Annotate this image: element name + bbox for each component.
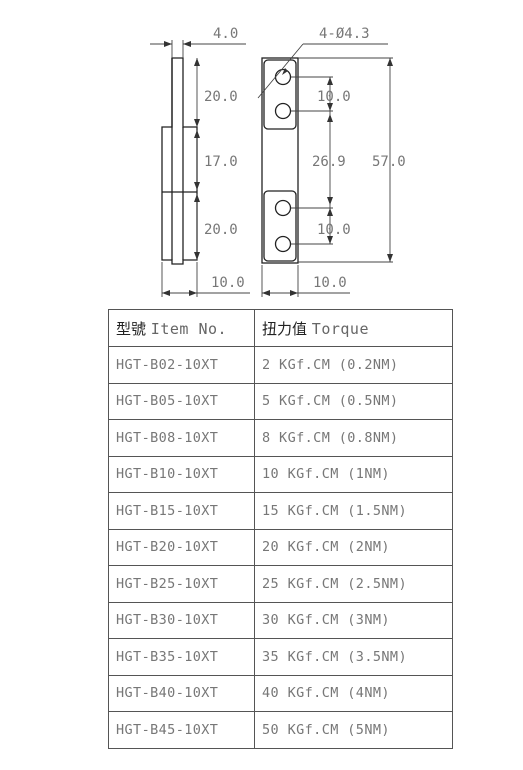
dim-right-top-label: 10.0 (317, 89, 351, 105)
dim-left-vertical: 20.0 17.0 20.0 (194, 58, 238, 260)
item-no-cell: HGT-B20-10XT (108, 528, 255, 566)
header-torque-cn: 扭力值 (262, 319, 308, 338)
header-item-no: 型號 Item No. (108, 309, 255, 347)
dim-right-bottom-label: 10.0 (317, 222, 351, 238)
hole-2-icon (274, 102, 292, 120)
header-item-no-cn: 型號 (116, 319, 147, 338)
dim-holes-label: 4-Ø4.3 (319, 26, 370, 42)
torque-cell: 30 KGf.CM (3NM) (254, 601, 453, 639)
dim-right-vertical: 10.0 26.9 10.0 (312, 77, 351, 244)
dim-right-mid-label: 26.9 (312, 154, 346, 170)
torque-cell: 50 KGf.CM (5NM) (254, 711, 453, 749)
hole-extension-lines (291, 57, 393, 263)
torque-cell: 5 KGf.CM (0.5NM) (254, 382, 453, 420)
hole-4-icon (274, 235, 292, 253)
item-no-cell: HGT-B40-10XT (108, 674, 255, 712)
dim-thickness: 4.0 (150, 26, 246, 58)
item-no-cell: HGT-B45-10XT (108, 711, 255, 749)
dim-overall-label: 57.0 (372, 154, 406, 170)
torque-cell: 10 KGf.CM (1NM) (254, 455, 453, 493)
dim-overall: 57.0 (372, 58, 406, 262)
dim-left-bottom-label: 20.0 (204, 222, 238, 238)
torque-cell: 15 KGf.CM (1.5NM) (254, 492, 453, 530)
torque-cell: 40 KGf.CM (4NM) (254, 674, 453, 712)
hole-1-icon (274, 68, 292, 86)
item-no-cell: HGT-B30-10XT (108, 601, 255, 639)
torque-cell: 2 KGf.CM (0.2NM) (254, 346, 453, 384)
dim-width-right-label: 10.0 (313, 275, 347, 291)
item-no-cell: HGT-B02-10XT (108, 346, 255, 384)
item-no-cell: HGT-B08-10XT (108, 419, 255, 457)
dim-width-left-label: 10.0 (211, 275, 245, 291)
dim-left-mid-label: 17.0 (204, 154, 238, 170)
hole-3-icon (274, 199, 292, 217)
side-view-outline (161, 57, 198, 265)
item-no-cell: HGT-B05-10XT (108, 382, 255, 420)
dim-width-left: 10.0 (161, 262, 250, 297)
table-header-row: 型號 Item No. 扭力值 Torque (108, 309, 453, 347)
item-no-cell: HGT-B35-10XT (108, 638, 255, 676)
header-torque: 扭力值 Torque (254, 309, 453, 347)
dim-width-right: 10.0 (261, 265, 350, 297)
item-no-cell: HGT-B15-10XT (108, 492, 255, 530)
technical-drawing: 4.0 20.0 17.0 20.0 10.0 (150, 26, 406, 297)
header-item-no-en: Item No. (150, 319, 228, 338)
torque-cell: 8 KGf.CM (0.8NM) (254, 419, 453, 457)
torque-cell: 20 KGf.CM (2NM) (254, 528, 453, 566)
torque-cell: 35 KGf.CM (3.5NM) (254, 638, 453, 676)
item-no-cell: HGT-B10-10XT (108, 455, 255, 493)
torque-cell: 25 KGf.CM (2.5NM) (254, 565, 453, 603)
dim-thickness-label: 4.0 (213, 26, 238, 42)
header-torque-en: Torque (311, 319, 369, 338)
front-view-outline (261, 57, 299, 264)
dim-holes: 4-Ø4.3 (257, 26, 388, 99)
item-no-cell: HGT-B25-10XT (108, 565, 255, 603)
dim-left-top-label: 20.0 (204, 89, 238, 105)
